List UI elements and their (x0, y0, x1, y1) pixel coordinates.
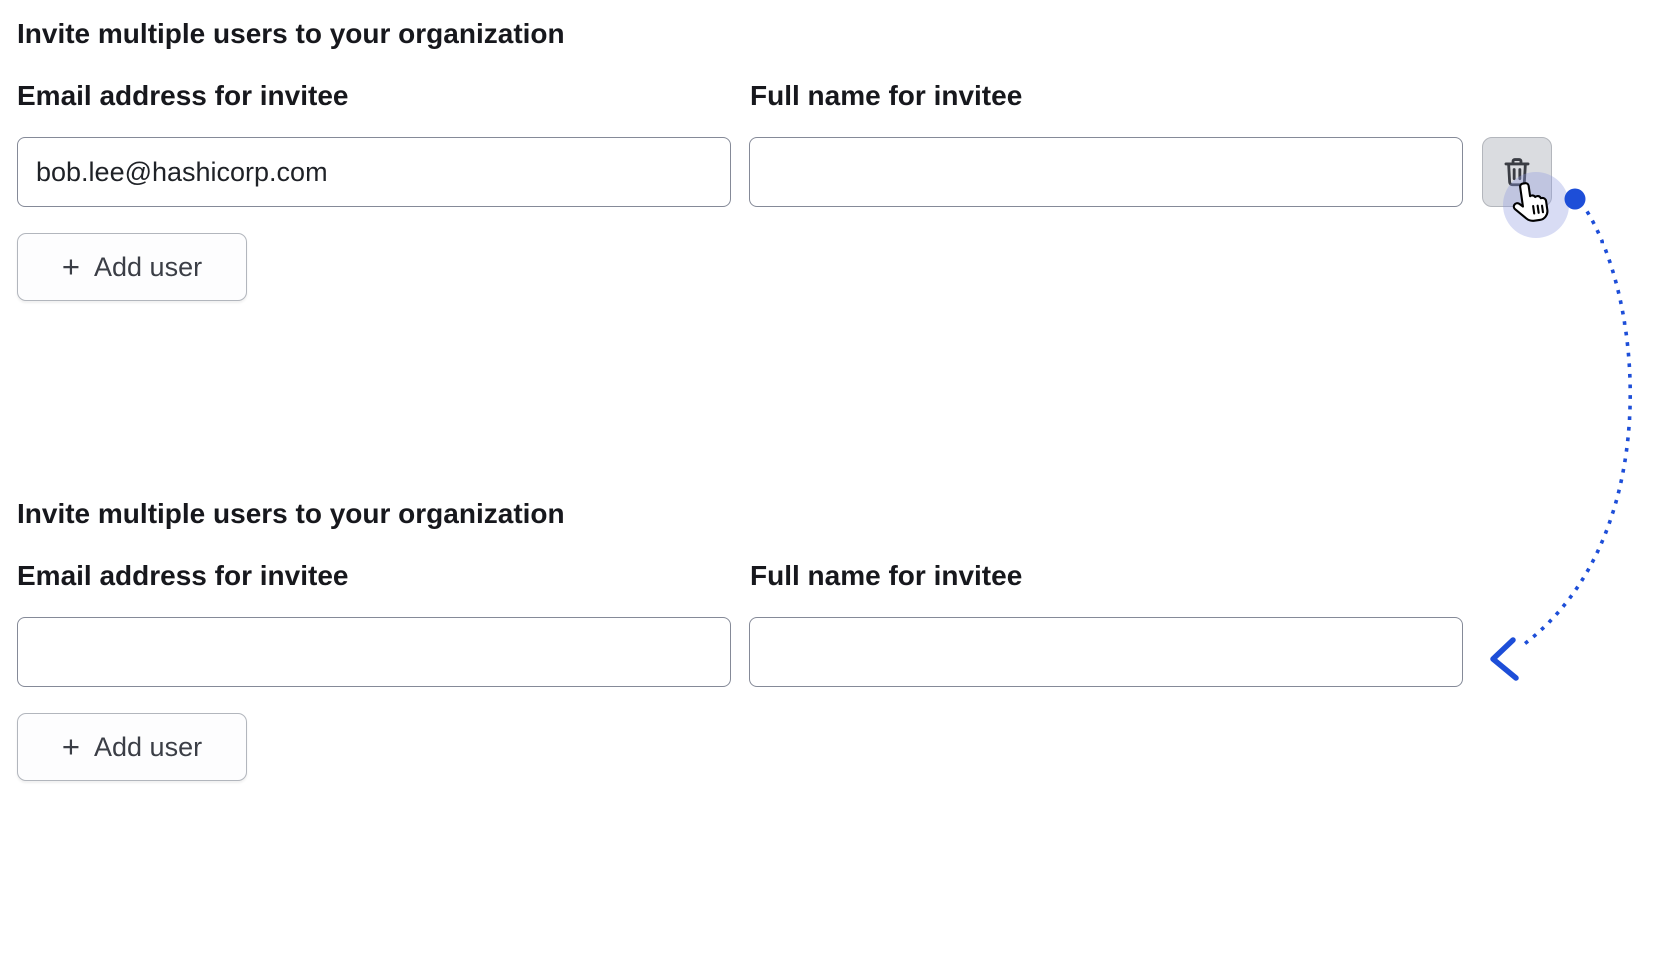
plus-icon: + (61, 728, 81, 764)
full-name-input[interactable] (749, 137, 1463, 207)
email-label: Email address for invitee (17, 560, 349, 591)
full-name-input[interactable] (749, 617, 1463, 687)
invite-form-section-result: Invite multiple users to your organizati… (0, 480, 1672, 960)
plus-icon: + (61, 248, 81, 284)
email-input[interactable] (17, 617, 731, 687)
delete-row-button[interactable] (1482, 137, 1552, 207)
add-user-button[interactable]: + Add user (17, 713, 247, 781)
trash-icon (1500, 155, 1534, 189)
section-heading: Invite multiple users to your organizati… (17, 498, 565, 529)
add-user-button-label: Add user (94, 731, 203, 762)
full-name-label: Full name for invitee (750, 560, 1023, 591)
add-user-button[interactable]: + Add user (17, 233, 247, 301)
invite-form-section: Invite multiple users to your organizati… (17, 18, 1552, 301)
email-label: Email address for invitee (17, 80, 349, 111)
email-input[interactable] (17, 137, 731, 207)
add-user-button-label: Add user (94, 251, 203, 282)
section-heading: Invite multiple users to your organizati… (17, 18, 565, 49)
full-name-label: Full name for invitee (750, 80, 1023, 111)
